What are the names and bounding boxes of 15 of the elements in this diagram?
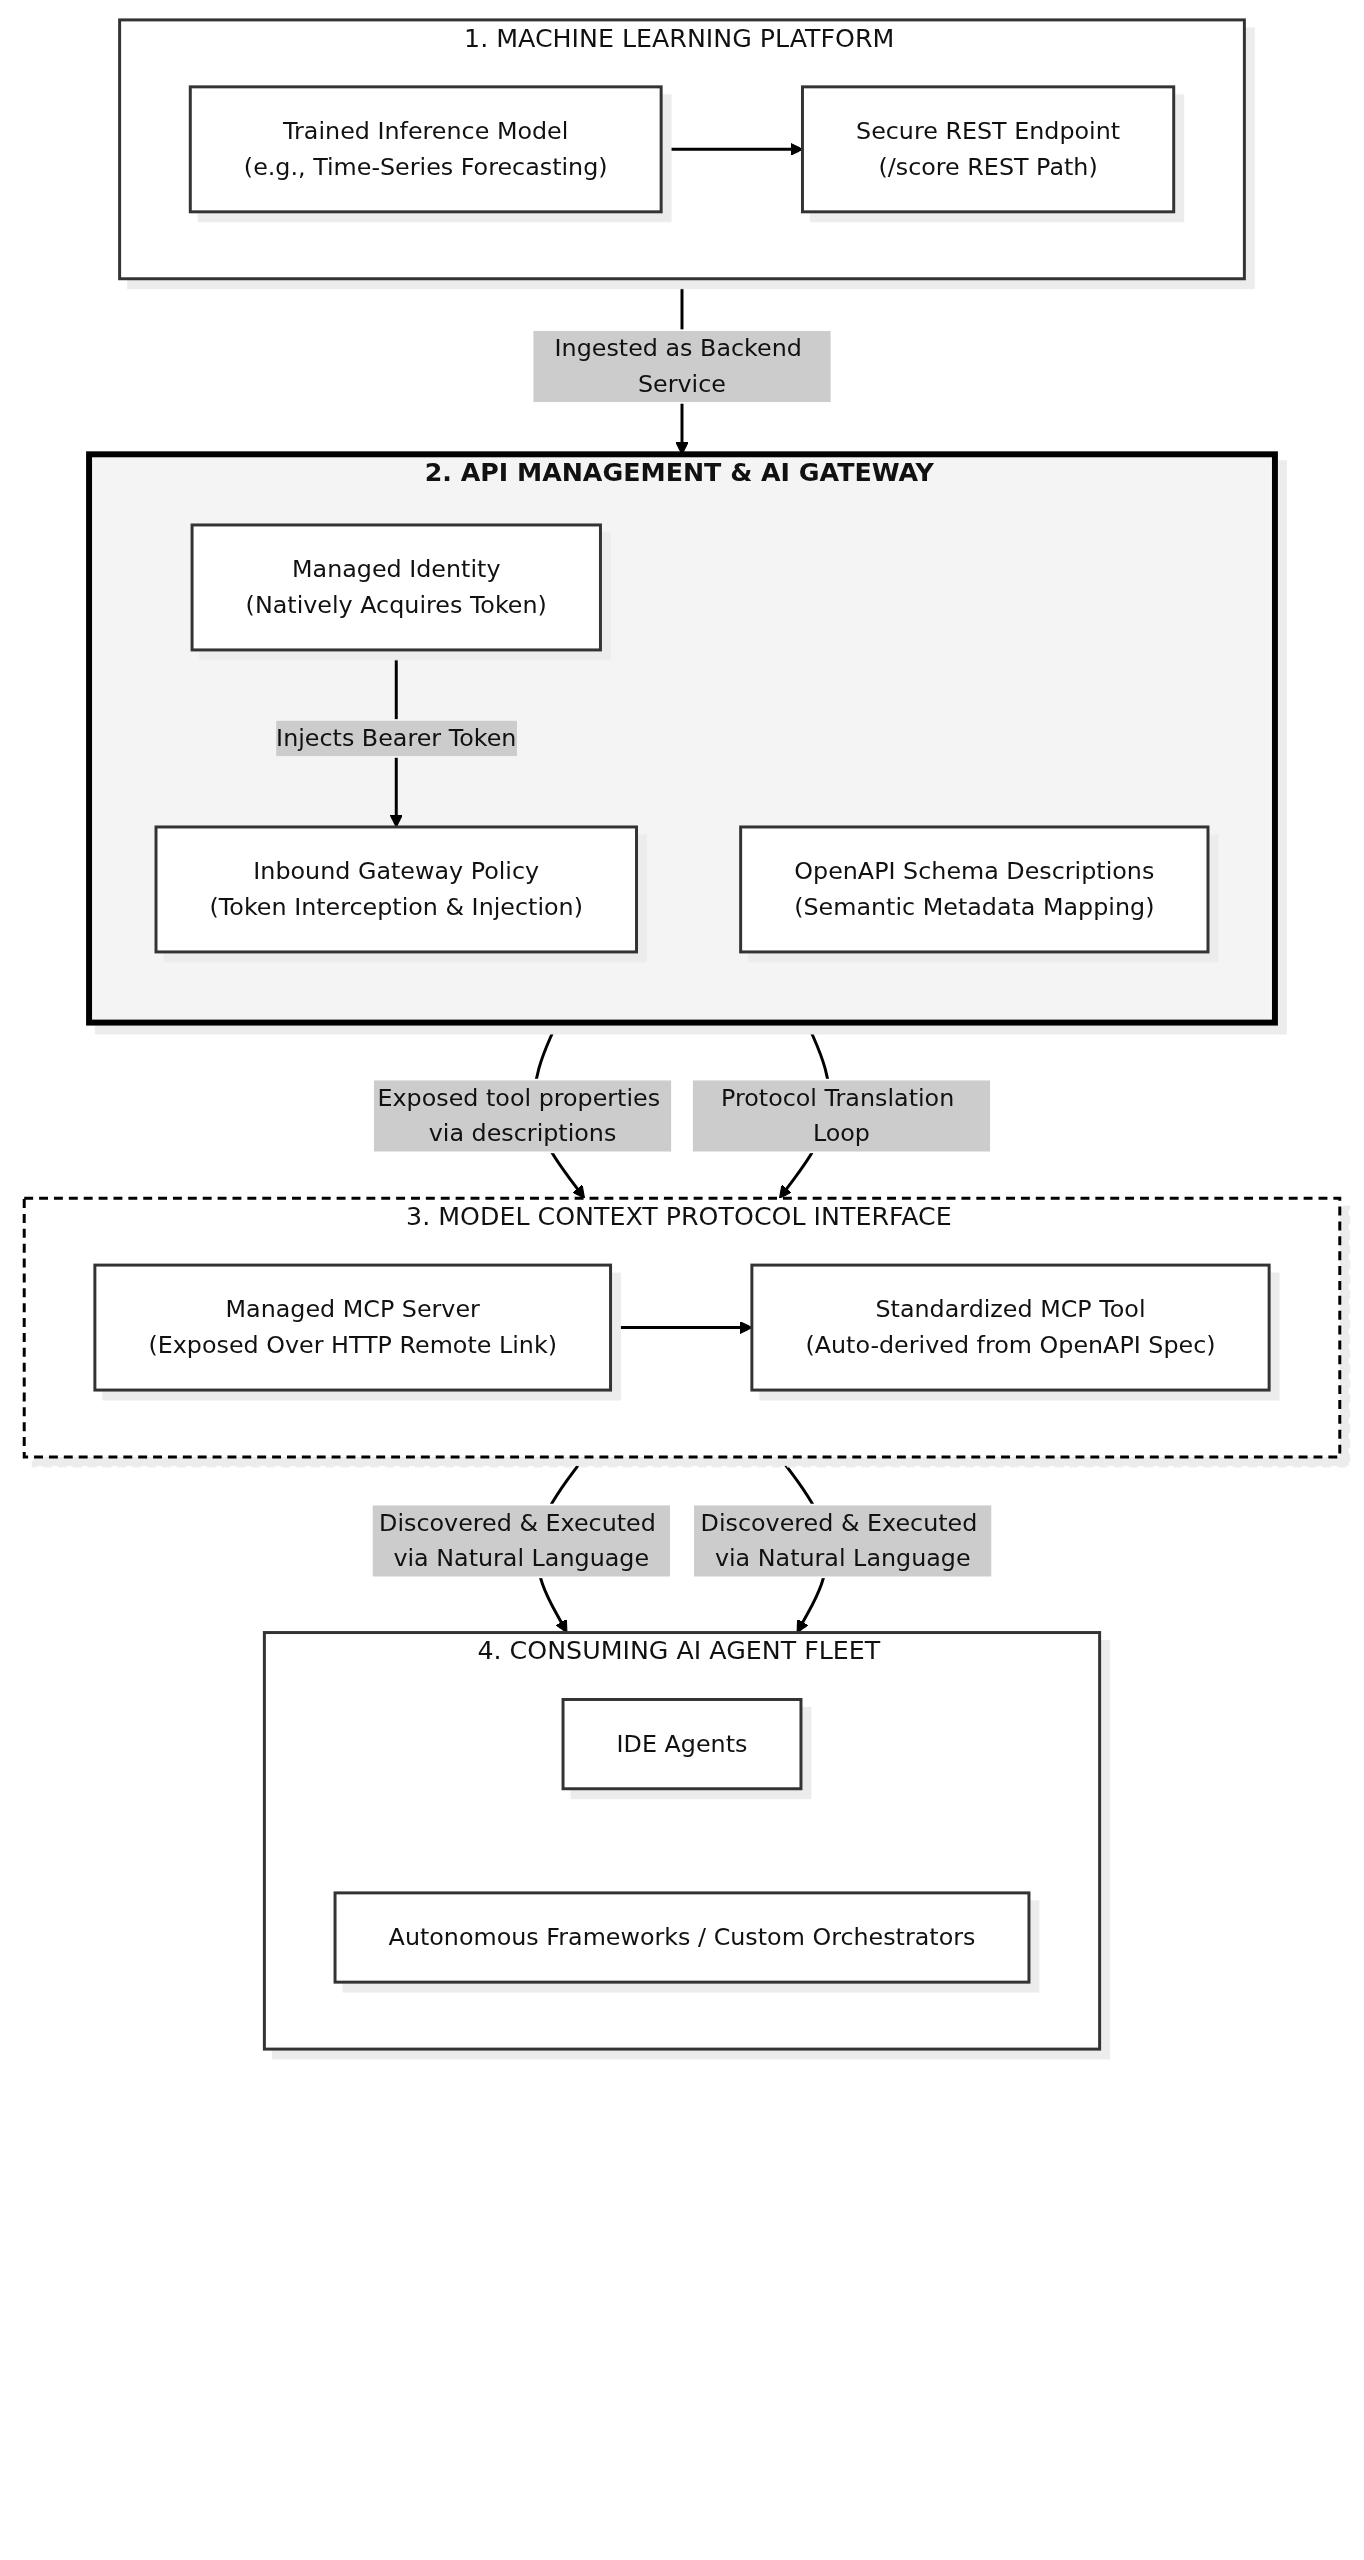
edge-label: Ingested as Backend Service xyxy=(554,333,802,398)
node-box: OpenAPI Schema Descriptions (Semantic Metadata Mapping) xyxy=(739,825,1210,954)
edge-label: Discovered & Executed via Natural Language xyxy=(379,1508,656,1573)
node-box: Inbound Gateway Policy (Token Interception & Injection) xyxy=(154,825,638,954)
edge-label: Discovered & Executed via Natural Language xyxy=(700,1508,978,1573)
node-box: IDE Agents xyxy=(561,1698,803,1791)
node-box: Standardized MCP Tool (Auto-derived from OpenAPI Spec) xyxy=(750,1263,1271,1392)
edge-label: Protocol Translation Loop xyxy=(721,1083,955,1148)
edge-label: Injects Bearer Token xyxy=(276,723,517,752)
edge-label: Exposed tool properties via descriptions xyxy=(377,1083,661,1148)
node-box: Managed Identity (Natively Acquires Token) xyxy=(190,523,602,652)
node-box: Trained Inference Model (e.g., Time-Series Forecasting) xyxy=(188,85,663,214)
node-box: Secure REST Endpoint (/score REST Path) xyxy=(801,85,1176,214)
node-box: Autonomous Frameworks / Custom Orchestrators xyxy=(333,1891,1031,1984)
node-box: Managed MCP Server (Exposed Over HTTP Remote Link) xyxy=(93,1263,613,1392)
